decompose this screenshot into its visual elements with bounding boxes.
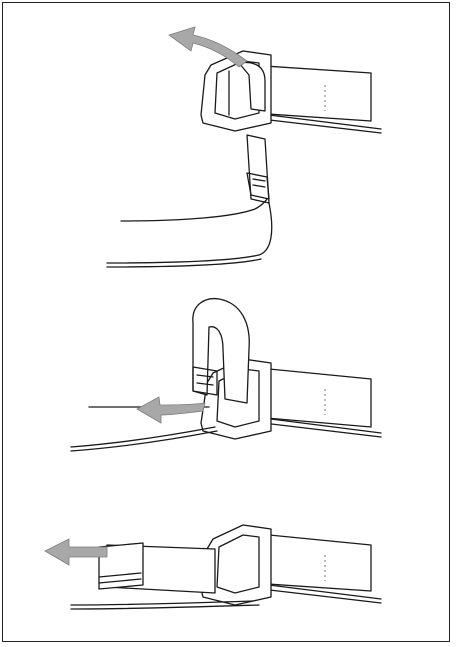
strap-long-upper: [121, 199, 267, 221]
strap-long-lower-2: [71, 605, 259, 609]
step-2-illustration: [71, 299, 381, 451]
diagram-frame: [2, 2, 450, 642]
arrow-icon: [137, 397, 205, 423]
strap-buckle-diagram: [3, 3, 451, 643]
arrow-icon: [169, 27, 247, 67]
arrow-icon: [45, 539, 107, 565]
step-1-illustration: [107, 27, 381, 267]
step-3-illustration: [45, 525, 381, 609]
strap-long-lower: [71, 427, 215, 447]
strap-long-lower-2: [71, 431, 217, 451]
